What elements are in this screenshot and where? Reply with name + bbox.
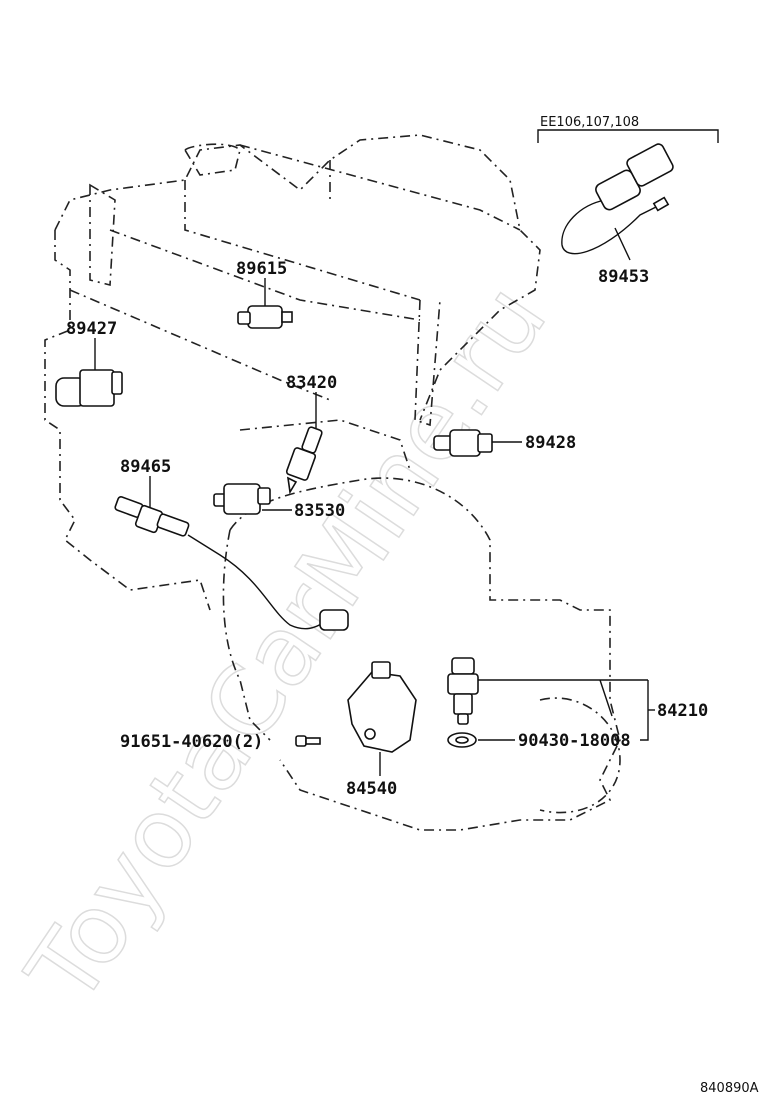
label-89427: 89427 — [66, 319, 117, 339]
part-83420-oil-pressure-switch[interactable]: 83420 — [285, 373, 337, 495]
part-90430-gasket[interactable]: 90430-18008 — [447, 731, 631, 751]
label-84210: 84210 — [657, 701, 708, 721]
label-83420: 83420 — [286, 373, 337, 393]
label-89615: 89615 — [236, 259, 287, 279]
part-89615-switch[interactable]: 89615 — [236, 259, 293, 329]
label-89428: 89428 — [525, 433, 576, 453]
part-89453-sensor[interactable]: 89453 — [561, 142, 675, 287]
label-89465: 89465 — [120, 457, 171, 477]
part-84210-switch[interactable]: 84210 — [447, 657, 708, 741]
label-90430: 90430-18008 — [518, 731, 631, 751]
diagram-code: 840890A — [700, 1081, 759, 1096]
part-83530-switch[interactable]: 83530 — [213, 483, 345, 521]
part-89465-oxygen-sensor[interactable]: 89465 — [114, 457, 349, 631]
part-89428-sensor[interactable]: 89428 — [433, 429, 576, 457]
label-91651: 91651-40620(2) — [120, 732, 263, 752]
engine-outline — [44, 134, 621, 831]
group-bracket: EE106,107,108 — [537, 115, 719, 143]
part-84540-neutral-start-switch[interactable]: 84540 — [346, 661, 417, 799]
label-89453: 89453 — [598, 267, 649, 287]
part-89427-sensor[interactable]: 89427 — [55, 319, 123, 407]
label-83530: 83530 — [294, 501, 345, 521]
part-91651-bolt[interactable]: 91651-40620(2) — [120, 732, 321, 752]
label-84540: 84540 — [346, 779, 397, 799]
group-note: EE106,107,108 — [540, 115, 639, 130]
